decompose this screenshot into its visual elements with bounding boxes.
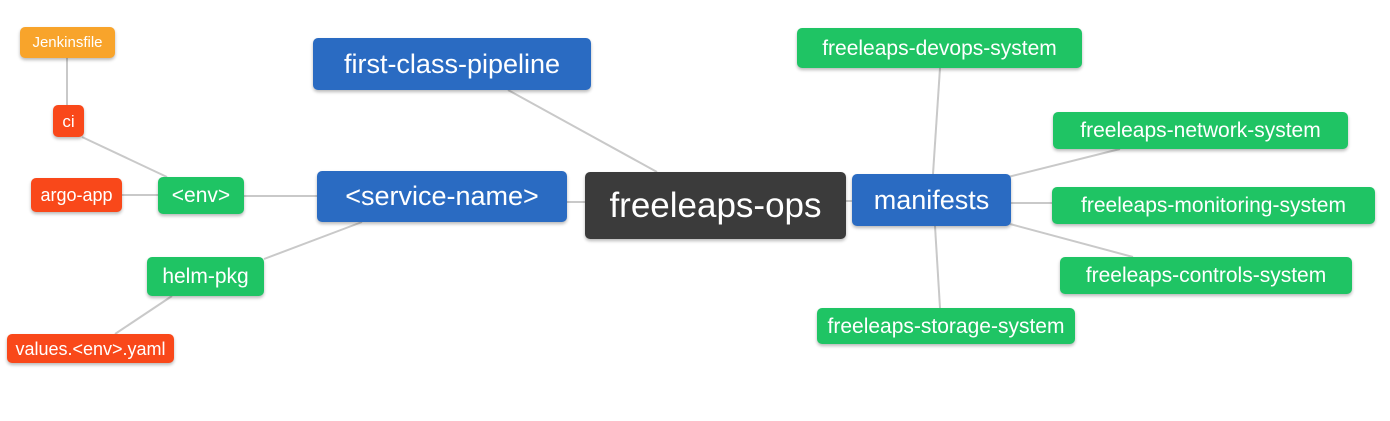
node-label: freeleaps-devops-system bbox=[822, 36, 1057, 60]
node-label: freeleaps-ops bbox=[609, 186, 822, 225]
node-freeleaps-monitoring-system[interactable]: freeleaps-monitoring-system bbox=[1052, 187, 1375, 224]
node-label: manifests bbox=[873, 184, 990, 215]
edge-first-class-pipeline--freeleaps-ops bbox=[507, 89, 658, 173]
node-helm-pkg[interactable]: helm-pkg bbox=[147, 257, 264, 296]
edge-manifests--freeleaps-storage-system bbox=[934, 225, 941, 309]
edge-manifests--freeleaps-controls-system bbox=[1009, 223, 1134, 258]
edge-helm-pkg--service-name bbox=[263, 221, 363, 260]
node-label: freeleaps-controls-system bbox=[1085, 264, 1327, 287]
node-freeleaps-devops-system[interactable]: freeleaps-devops-system bbox=[797, 28, 1082, 68]
node-jenkinsfile[interactable]: Jenkinsfile bbox=[20, 27, 115, 58]
node-label: freeleaps-storage-system bbox=[827, 314, 1065, 338]
edge-ci--env bbox=[81, 136, 168, 178]
node-values-env-yaml[interactable]: values.<env>.yaml bbox=[7, 334, 174, 363]
node-argo-app[interactable]: argo-app bbox=[31, 178, 122, 212]
node-label: <env> bbox=[171, 184, 231, 207]
edge-manifests--freeleaps-devops-system bbox=[932, 67, 941, 175]
node-freeleaps-network-system[interactable]: freeleaps-network-system bbox=[1053, 112, 1348, 149]
node-manifests[interactable]: manifests bbox=[852, 174, 1011, 226]
node-label: helm-pkg bbox=[162, 265, 249, 288]
node-first-class-pipeline[interactable]: first-class-pipeline bbox=[313, 38, 591, 90]
node-ci[interactable]: ci bbox=[53, 105, 84, 137]
node-label: values.<env>.yaml bbox=[15, 338, 166, 359]
node-label: freeleaps-monitoring-system bbox=[1081, 194, 1346, 217]
edge-manifests--freeleaps-network-system bbox=[1007, 148, 1121, 178]
edge-values-env-yaml--helm-pkg bbox=[114, 295, 173, 335]
node-label: first-class-pipeline bbox=[343, 48, 561, 79]
node-freeleaps-ops[interactable]: freeleaps-ops bbox=[585, 172, 846, 239]
node-env[interactable]: <env> bbox=[158, 177, 244, 214]
node-service-name[interactable]: <service-name> bbox=[317, 171, 567, 222]
node-label: argo-app bbox=[40, 185, 113, 205]
node-label: <service-name> bbox=[345, 181, 539, 211]
node-freeleaps-storage-system[interactable]: freeleaps-storage-system bbox=[817, 308, 1075, 344]
node-label: freeleaps-network-system bbox=[1080, 119, 1321, 142]
node-label: ci bbox=[62, 111, 75, 131]
node-label: Jenkinsfile bbox=[32, 34, 103, 51]
node-freeleaps-controls-system[interactable]: freeleaps-controls-system bbox=[1060, 257, 1352, 294]
